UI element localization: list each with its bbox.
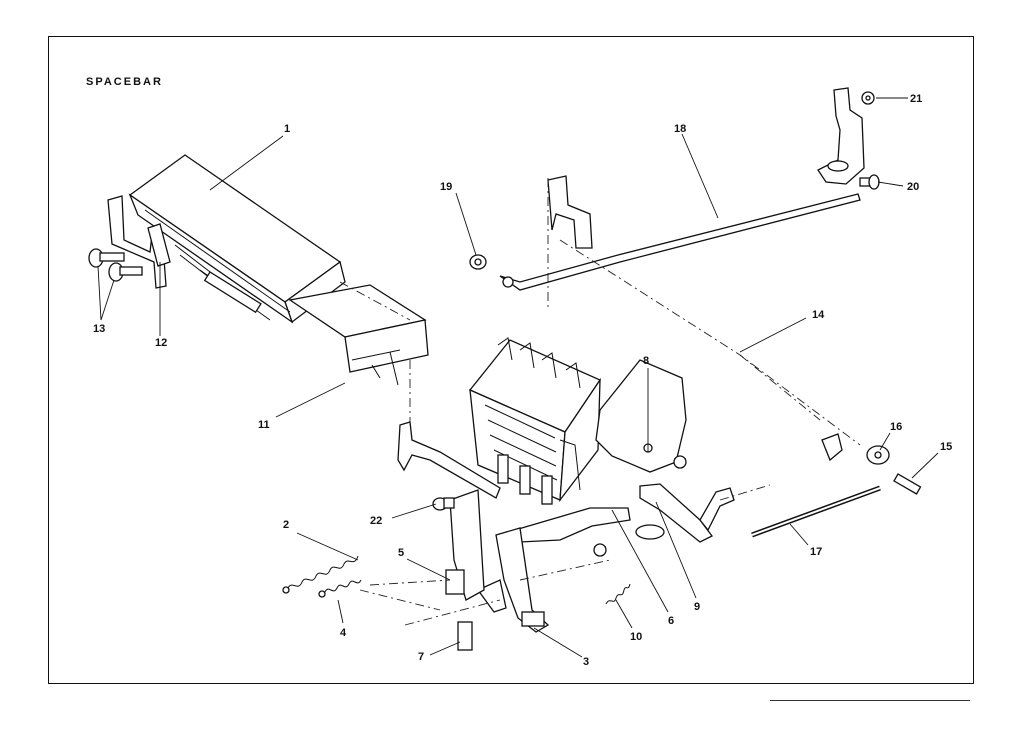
diagram-frame [48, 36, 974, 684]
bracket-part-12 [107, 195, 171, 289]
pawl [699, 487, 735, 532]
callout-5: 5 [398, 547, 404, 559]
bracket-right-top [817, 87, 865, 185]
callout-3: 3 [583, 656, 589, 668]
callout-6: 6 [668, 615, 674, 627]
footer-rule [770, 700, 970, 701]
upper-bracket [547, 175, 593, 249]
rod-part-18 [499, 193, 861, 291]
spring-part-10 [605, 583, 631, 605]
lever-assembly [445, 489, 631, 633]
block-part-7 [457, 621, 473, 651]
callout-16: 16 [890, 421, 902, 433]
spring-part-4 [318, 579, 362, 598]
clip-part-21 [861, 91, 875, 105]
pin-part-15 [893, 473, 922, 495]
callout-19: 19 [440, 181, 452, 193]
washer-part-16 [866, 445, 890, 465]
callout-2: 2 [283, 519, 289, 531]
callout-8: 8 [643, 355, 649, 367]
callout-11: 11 [258, 419, 270, 431]
plate-part-8 [595, 359, 687, 473]
screw-part-20 [859, 174, 880, 190]
spring-part-2 [282, 555, 359, 594]
spacebar-part [128, 154, 429, 386]
leader-lines [97, 97, 939, 658]
callout-10: 10 [630, 631, 642, 643]
callout-15: 15 [940, 441, 952, 453]
nut-part-19 [469, 254, 487, 270]
callout-22: 22 [370, 515, 382, 527]
callout-17: 17 [810, 546, 822, 558]
slot-link [635, 524, 665, 540]
shaft-part-17 [751, 485, 881, 538]
callout-18: 18 [674, 123, 686, 135]
callout-20: 20 [907, 181, 919, 193]
callout-21: 21 [910, 93, 922, 105]
callout-1: 1 [284, 123, 290, 135]
callout-7: 7 [418, 651, 424, 663]
rail-part-11 [397, 421, 501, 499]
lever-part-9 [639, 483, 713, 543]
callout-9: 9 [694, 601, 700, 613]
callout-14: 14 [812, 309, 825, 321]
central-mechanism [468, 337, 601, 505]
callout-12: 12 [155, 337, 167, 349]
nut-part-22 [432, 497, 455, 511]
callout-4: 4 [340, 627, 347, 639]
diagram-title: SPACEBAR [86, 76, 163, 88]
small-link [821, 433, 843, 462]
callout-13: 13 [93, 323, 105, 335]
assembly-lines [339, 178, 861, 626]
screw-parts-13 [88, 248, 143, 282]
